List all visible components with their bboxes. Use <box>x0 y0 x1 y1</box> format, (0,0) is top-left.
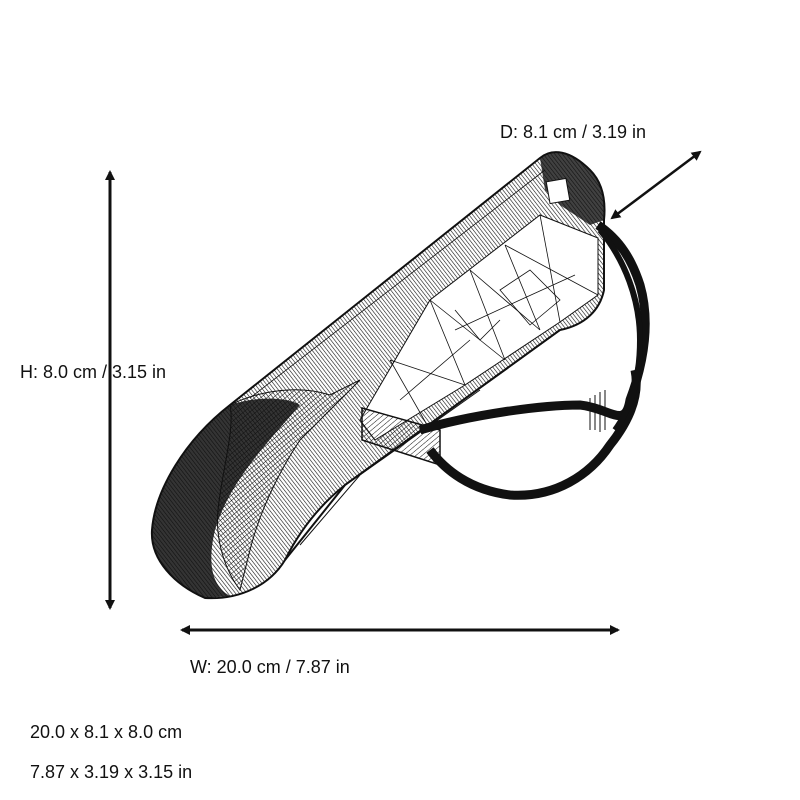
height-label: H: 8.0 cm / 3.15 in <box>20 362 167 382</box>
depth-label: D: 8.1 cm / 3.19 in <box>500 122 647 142</box>
wireframe-glasses-case-icon <box>150 151 606 600</box>
summary-imperial: 7.87 x 3.19 x 3.15 in <box>30 762 193 782</box>
width-label: W: 20.0 cm / 7.87 in <box>190 657 350 677</box>
summary-metric: 20.0 x 8.1 x 8.0 cm <box>30 722 183 742</box>
depth-arrow <box>610 150 702 220</box>
strap-icon <box>361 221 650 500</box>
